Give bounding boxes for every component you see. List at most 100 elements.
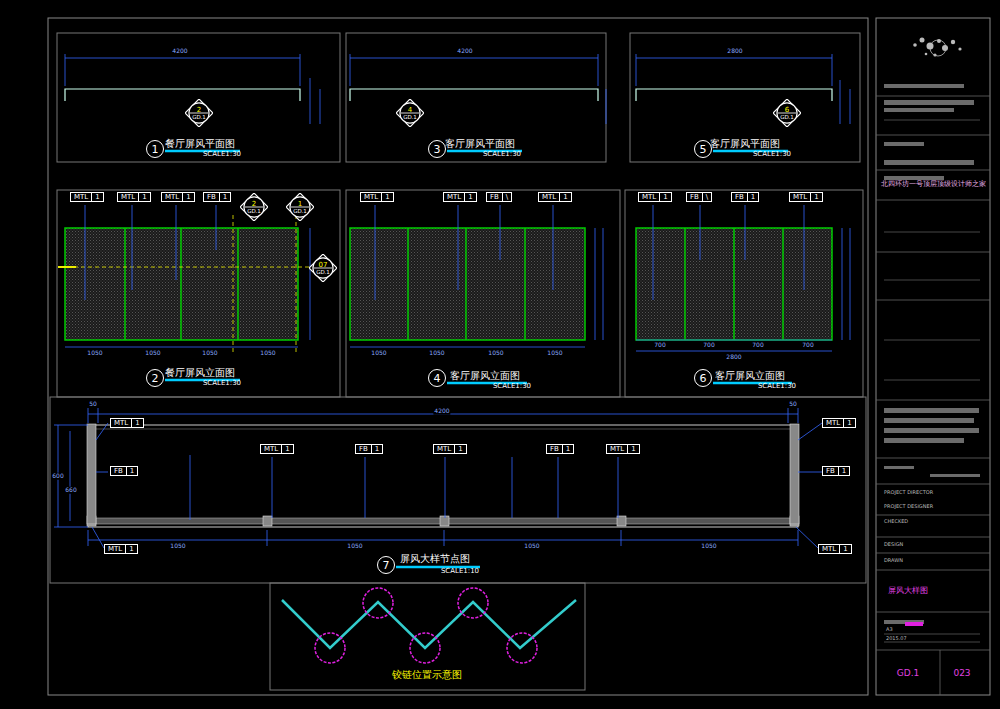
tag-cell: MTL (105, 545, 126, 553)
marker-sheet: GD.1 (192, 114, 206, 120)
tag-cell: 1 (132, 419, 142, 427)
callout-number: 6 (694, 369, 712, 387)
tag-cell: 1 (126, 545, 136, 553)
marker-number: 2 (197, 106, 201, 114)
marker-sheet: GD.1 (293, 208, 307, 214)
tag-cell: \ (503, 193, 511, 201)
material-tag: FB1 (355, 444, 383, 454)
material-tag: FB\ (686, 192, 712, 202)
tag-cell: 1 (844, 419, 854, 427)
tag-cell: FB (356, 445, 372, 453)
view-title: 客厅屏风立面图 (450, 370, 520, 381)
title-block-text: 2015.07 (886, 636, 907, 642)
tag-cell: MTL (539, 193, 560, 201)
tag-cell: FB (823, 467, 839, 475)
material-tag: MTL1 (789, 192, 823, 202)
scale-note: SCALE1:30 (203, 380, 241, 388)
tag-cell: 1 (748, 193, 758, 201)
tag-cell: FB (732, 193, 748, 201)
tag-cell: 1 (811, 193, 821, 201)
callout-text: 6 (700, 372, 707, 385)
marker-number: 1 (298, 200, 302, 208)
scale-note: SCALE1:30 (753, 151, 791, 159)
dimension-text: 4200 (433, 408, 450, 415)
tag-cell: 1 (92, 193, 102, 201)
material-tag: MTL1 (433, 444, 467, 454)
dimension-text: 2800 (725, 354, 742, 361)
dimension-text: 4200 (456, 48, 473, 55)
tag-cell: MTL (118, 193, 139, 201)
dimension-text: 600 (51, 473, 64, 480)
callout-number: 7 (377, 556, 395, 574)
dimension-text: 700 (801, 342, 814, 349)
tag-cell: MTL (261, 445, 282, 453)
material-tag: MTL1 (104, 544, 138, 554)
callout-text: 1 (152, 143, 159, 156)
tag-cell: 1 (282, 445, 292, 453)
tag-cell: 1 (840, 545, 850, 553)
marker-sheet: GD.1 (403, 114, 417, 120)
marker-number: 6 (785, 106, 789, 114)
tag-cell: \ (703, 193, 711, 201)
tag-cell: MTL (71, 193, 92, 201)
view-title: 客厅屏风平面图 (710, 138, 780, 149)
view-title: 屏风大样节点图 (400, 553, 470, 564)
tag-cell: 1 (382, 193, 392, 201)
material-tag: MTL1 (260, 444, 294, 454)
marker-number: 2 (252, 200, 256, 208)
tag-cell: 1 (455, 445, 465, 453)
dimension-text: 50 (88, 401, 98, 408)
tag-cell: MTL (790, 193, 811, 201)
dimension-text: 1050 (346, 543, 363, 550)
tag-cell: MTL (444, 193, 465, 201)
title-block-text: CHECKED (884, 519, 908, 525)
callout-number: 5 (694, 140, 712, 158)
dimension-text: 50 (788, 401, 798, 408)
dimension-text: 4200 (171, 48, 188, 55)
tag-cell: 1 (465, 193, 475, 201)
section-marker: 4GD.1 (396, 99, 424, 127)
callout-text: 4 (434, 372, 441, 385)
material-tag: FB1 (546, 444, 574, 454)
material-tag: FB1 (110, 466, 138, 476)
tag-cell: MTL (434, 445, 455, 453)
material-tag: MTL1 (161, 192, 195, 202)
tag-cell: MTL (823, 419, 844, 427)
dimension-text: 1050 (169, 543, 186, 550)
dimension-text: 1050 (428, 350, 445, 357)
scale-note: SCALE1:10 (441, 568, 479, 576)
tag-cell: 1 (183, 193, 193, 201)
title-block-text: GD.1 (897, 669, 920, 679)
section-marker: 1GD.1 (286, 193, 314, 221)
view-title: 餐厅屏风立面图 (165, 367, 235, 378)
section-marker: 07GD.1 (309, 254, 337, 282)
tag-cell: FB (547, 445, 563, 453)
title-block-text: A3 (886, 627, 893, 633)
title-block-text: DRAWN (884, 558, 903, 564)
tag-cell: FB (204, 193, 220, 201)
scale-note: SCALE1:30 (493, 383, 531, 391)
material-tag: MTL1 (822, 418, 856, 428)
material-tag: FB1 (822, 466, 850, 476)
scale-note: SCALE1:30 (203, 151, 241, 159)
dimension-text: 1050 (700, 543, 717, 550)
tag-cell: 1 (372, 445, 382, 453)
tag-cell: 1 (139, 193, 149, 201)
material-tag: MTL1 (818, 544, 852, 554)
material-tag: MTL1 (117, 192, 151, 202)
title-block-text: PROJECT DESIGNER (884, 504, 933, 510)
material-tag: MTL1 (606, 444, 640, 454)
marker-number: 4 (408, 106, 412, 114)
title-block-text: PROJECT DIRECTOR (884, 490, 933, 496)
title-block-text: DESIGN (884, 542, 903, 548)
material-tag: MTL1 (110, 418, 144, 428)
material-tag: MTL1 (638, 192, 672, 202)
material-tag: MTL1 (538, 192, 572, 202)
material-tag: FB1 (731, 192, 759, 202)
tag-cell: MTL (819, 545, 840, 553)
title-block-text: 023 (953, 669, 970, 679)
marker-sheet: GD.1 (247, 208, 261, 214)
dimension-text: 1050 (546, 350, 563, 357)
tag-cell: FB (111, 467, 127, 475)
